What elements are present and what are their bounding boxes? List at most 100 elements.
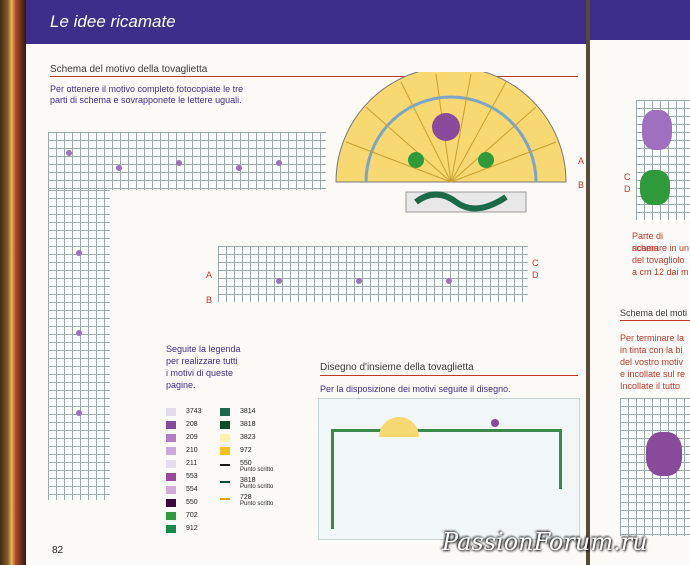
color-swatch	[166, 421, 176, 429]
right-flower	[642, 110, 672, 150]
line-swatch	[220, 481, 230, 483]
motif	[116, 165, 122, 171]
intro-line-2: parti di schema e sovrapponete le letter…	[50, 95, 242, 105]
placemat-layout-drawing	[318, 398, 580, 540]
color-swatch	[166, 525, 176, 533]
right-text-4: a cm 12 dai m	[632, 267, 689, 277]
motif	[76, 250, 82, 256]
marker-a-middle: A	[206, 270, 213, 280]
right-leaf	[640, 170, 670, 205]
stitch-note: Punto scritto	[240, 501, 274, 507]
motif	[66, 150, 72, 156]
legend-left: 3743 208 209 210 211 553 554 550 702 912	[166, 406, 236, 536]
legend-intro-2: per realizzare tutti	[166, 356, 238, 366]
thread-code: 209	[186, 434, 198, 441]
thread-code: 550	[240, 460, 252, 467]
motif	[276, 278, 282, 284]
marker-a-top: A	[578, 156, 585, 166]
placemat-flower	[491, 419, 499, 427]
marker-d-middle: D	[532, 270, 539, 280]
border-chart-middle	[218, 246, 528, 302]
thread-code: 702	[186, 512, 198, 519]
legend-item: 3814	[220, 406, 290, 419]
legend-item: 3818	[220, 419, 290, 432]
placemat-border-left	[331, 429, 334, 529]
marker-b-middle: B	[206, 295, 213, 305]
intro-line-1: Per ottenere il motivo completo fotocopi…	[50, 84, 244, 94]
marker-c-middle: C	[532, 258, 539, 268]
right-text-1: Parte di schem	[632, 231, 664, 253]
thread-code: 554	[186, 486, 198, 493]
motif	[276, 160, 282, 166]
thread-code: 3818	[240, 477, 256, 484]
color-swatch	[220, 408, 230, 416]
placemat-fan	[379, 417, 419, 437]
legend-item: 912	[166, 523, 236, 536]
motif	[76, 330, 82, 336]
right-text-9: Incollate il tutto	[620, 381, 681, 391]
thread-code: 912	[186, 525, 198, 532]
legend-item: 550	[166, 497, 236, 510]
thread-code: 550	[186, 499, 198, 506]
color-swatch	[166, 408, 176, 416]
legend-item: 211	[166, 458, 236, 471]
color-swatch	[166, 499, 176, 507]
color-swatch	[220, 421, 230, 429]
right-flower-bottom	[646, 432, 682, 476]
right-text-2: ricamare in un	[632, 243, 690, 253]
legend-intro-1: Seguite la legenda	[166, 344, 241, 354]
color-swatch	[166, 473, 176, 481]
marker-c-right: C	[624, 172, 631, 182]
marker-d-right: D	[624, 184, 631, 194]
motif	[446, 278, 452, 284]
legend-item: 210	[166, 445, 236, 458]
right-text-5: Per terminare la	[620, 333, 685, 343]
stitch-note: Punto scritto	[240, 484, 274, 490]
color-swatch	[220, 447, 230, 455]
color-swatch	[166, 486, 176, 494]
section-rule	[50, 76, 578, 77]
right-text-6: in tinta con la bi	[620, 345, 683, 355]
motif	[356, 278, 362, 284]
legend-item: 3823	[220, 432, 290, 445]
right-chart-bottom	[620, 398, 690, 536]
page-header: Le idee ricamate	[26, 0, 586, 44]
thread-code: 210	[186, 447, 198, 454]
right-page-header	[590, 0, 690, 40]
motif	[176, 160, 182, 166]
color-swatch	[166, 460, 176, 468]
legend-intro-4: pagine.	[166, 380, 196, 390]
legend-item: 209	[166, 432, 236, 445]
color-swatch	[220, 434, 230, 442]
watermark: PassionForum.ru	[442, 528, 648, 556]
book-spine	[0, 0, 26, 565]
thread-code: 3823	[240, 434, 256, 441]
right-text-8: e incollate sul re	[620, 369, 686, 379]
legend-item: 208	[166, 419, 236, 432]
legend-item: 553	[166, 471, 236, 484]
thread-code: 208	[186, 421, 198, 428]
thread-code: 972	[240, 447, 252, 454]
right-text-3: del tovagliolo	[632, 255, 685, 265]
thread-code: 211	[186, 460, 198, 467]
color-swatch	[166, 512, 176, 520]
page-title: Le idee ricamate	[50, 12, 176, 31]
fan-chart	[326, 66, 576, 222]
section-rule	[320, 375, 578, 376]
color-swatch	[166, 447, 176, 455]
fan-graphic	[335, 66, 567, 213]
thread-code: 553	[186, 473, 198, 480]
right-rule	[620, 320, 690, 321]
thread-code: 3818	[240, 421, 256, 428]
legend-intro-3: i motivi di queste	[166, 368, 234, 378]
border-chart-top	[48, 132, 326, 190]
section-title-schema: Schema del motivo della tovaglietta	[50, 64, 208, 75]
legend-item: 972	[220, 445, 290, 458]
disegno-text: Per la disposizione dei motivi seguite i…	[320, 384, 511, 394]
left-page: Le idee ricamate Schema del motivo della…	[26, 0, 586, 565]
motif	[236, 165, 242, 171]
